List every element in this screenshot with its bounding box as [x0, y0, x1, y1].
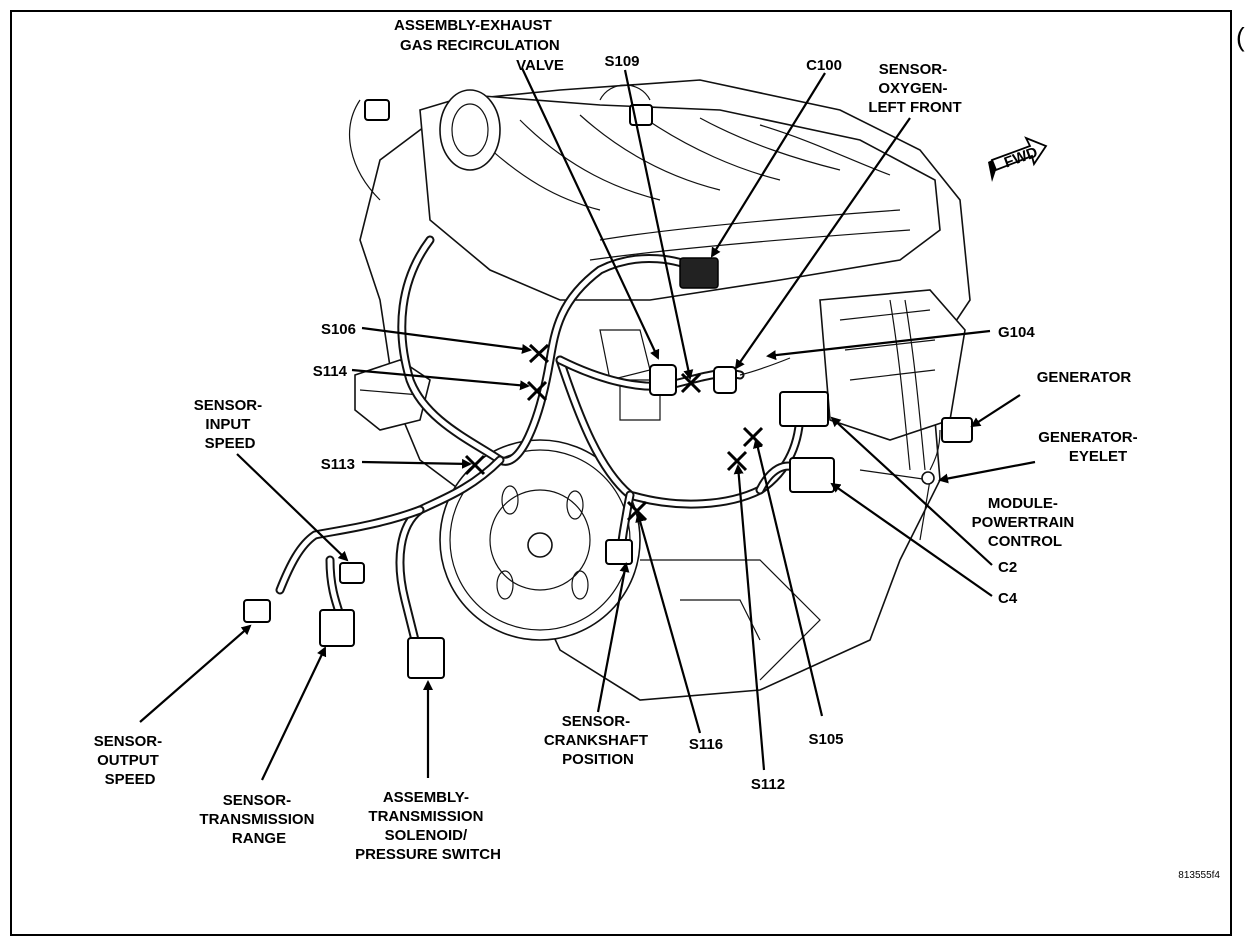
output-speed-connector — [243, 599, 271, 623]
generator-connector — [941, 417, 973, 443]
clipped-edge-glyph: ( — [1236, 22, 1245, 52]
fwd-arrow: FWD — [988, 136, 1048, 182]
label-c100: C100 — [806, 57, 842, 74]
label-pcm: MODULE- POWERTRAIN CONTROL — [972, 495, 1079, 550]
label-crankshaft-position-sensor: SENSOR- CRANKSHAFT POSITION — [544, 713, 652, 768]
connectors — [243, 99, 973, 679]
label-s105: S105 — [808, 731, 843, 748]
crank-sensor-connector — [605, 539, 633, 565]
label-input-speed-sensor: SENSOR- INPUT SPEED — [194, 397, 267, 452]
label-o2-sensor-left-front: SENSOR- OXYGEN- LEFT FRONT — [868, 61, 961, 116]
label-transmission-range-sensor: SENSOR- TRANSMISSION RANGE — [199, 792, 318, 847]
egr-connector — [649, 364, 677, 396]
label-s112: S112 — [751, 776, 785, 793]
o2-connector — [713, 366, 737, 394]
label-s114: S114 — [313, 363, 348, 380]
label-g104: G104 — [998, 324, 1035, 341]
trans-range-connector — [319, 609, 355, 647]
fwd-text: FWD — [1002, 144, 1040, 172]
label-output-speed-sensor: SENSOR- OUTPUT SPEED — [94, 733, 167, 788]
callout-labels: ASSEMBLY-EXHAUST GAS RECIRCULATION VALVE… — [94, 17, 1221, 881]
trans-solenoid-connector — [407, 637, 445, 679]
label-s113: S113 — [321, 456, 355, 473]
pcm-c2-connector — [779, 391, 829, 427]
label-s109: S109 — [604, 53, 639, 70]
label-generator: GENERATOR — [1037, 369, 1132, 386]
leader-lines — [139, 67, 1036, 781]
c100-connector — [679, 257, 719, 289]
label-s106: S106 — [321, 321, 356, 338]
label-s116: S116 — [689, 736, 723, 753]
pcm-c4-connector — [789, 457, 835, 493]
label-egr-valve: ASSEMBLY-EXHAUST GAS RECIRCULATION VALVE — [394, 17, 564, 74]
label-generator-eyelet: GENERATOR- EYELET — [1038, 429, 1142, 465]
label-c4: C4 — [998, 590, 1018, 607]
label-c2: C2 — [998, 559, 1017, 576]
label-transmission-solenoid-assembly: ASSEMBLY- TRANSMISSION SOLENOID/ PRESSUR… — [355, 789, 501, 863]
input-speed-connector — [339, 562, 365, 584]
figure-reference-id: 813555f4 — [1178, 870, 1220, 881]
